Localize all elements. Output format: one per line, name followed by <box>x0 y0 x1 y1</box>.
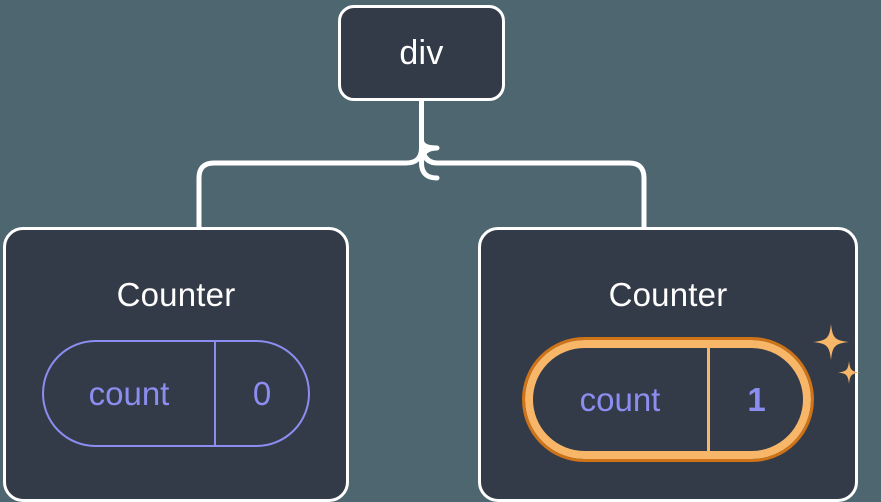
node-div-label: div <box>399 33 444 72</box>
connector-left-branch <box>196 137 440 230</box>
state-value-label: 1 <box>747 380 766 418</box>
state-pill-right[interactable]: count 1 <box>522 337 814 462</box>
node-counter-right-title: Counter <box>608 276 728 313</box>
sparkle-icon <box>813 324 849 360</box>
state-pill-left-value: 0 <box>214 342 308 445</box>
state-pill-right-value: 1 <box>707 348 803 451</box>
node-counter-left[interactable]: Counter count 0 <box>3 227 349 502</box>
sparkle-group <box>813 324 860 384</box>
node-counter-right[interactable]: Counter count 1 <box>478 227 860 502</box>
state-pill-left-key: count <box>44 342 214 445</box>
state-key-label: count <box>579 380 661 418</box>
state-pill-left[interactable]: count 0 <box>42 340 310 447</box>
state-pill-wrap-right: count 1 <box>522 324 860 462</box>
state-pill-wrap-left: count 0 <box>42 340 310 447</box>
connector-right-branch <box>419 137 647 230</box>
state-pill-right-key: count <box>533 348 707 451</box>
node-div[interactable]: div <box>338 5 505 101</box>
sparkle-small-icon <box>838 361 860 384</box>
node-counter-left-title: Counter <box>116 276 236 313</box>
state-key-label: count <box>88 374 170 412</box>
state-value-label: 0 <box>252 374 272 412</box>
